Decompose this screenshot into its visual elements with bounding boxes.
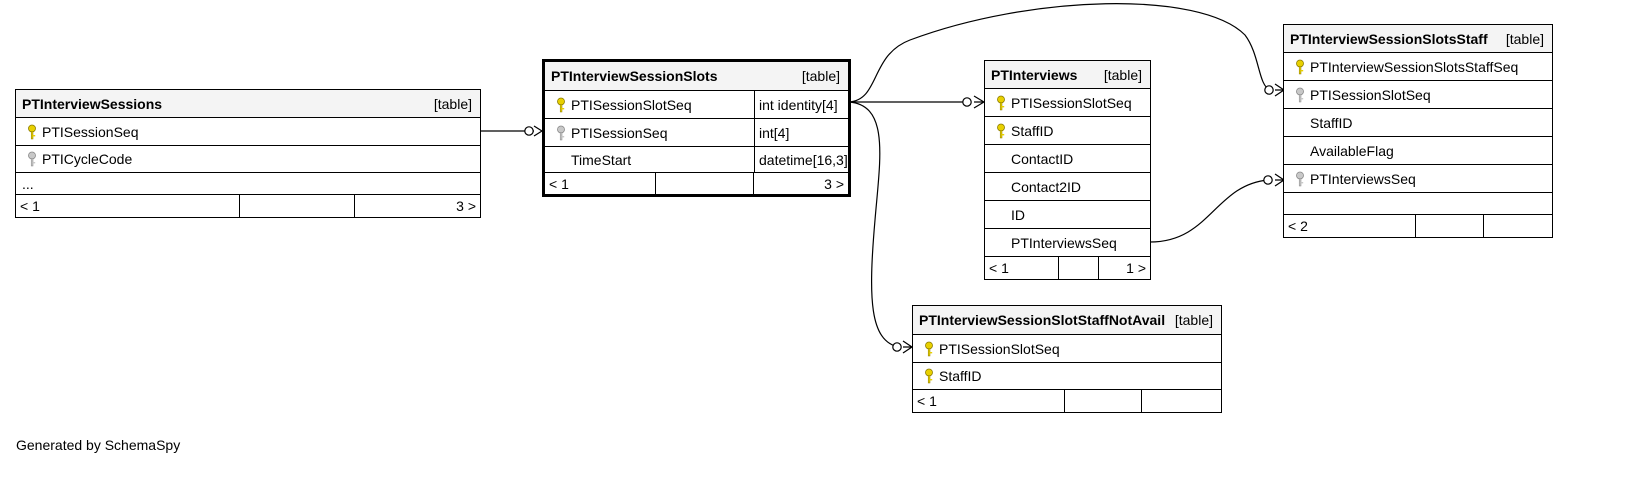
column-type: datetime[16,3] [754, 147, 848, 172]
table-name: PTInterviewSessionSlotsStaff [1290, 30, 1488, 47]
column-name: PTICycleCode [42, 151, 133, 167]
rows-count [240, 195, 355, 217]
table-name: PTInterviewSessionSlotStaffNotAvail [919, 312, 1166, 328]
table-footer: < 1 3 > [545, 173, 848, 194]
foreign-key-icon [22, 151, 42, 167]
column-name: PTISessionSeq [571, 124, 668, 141]
column-type: int identity[4] [754, 91, 848, 118]
children-count[interactable]: 3 > [456, 198, 476, 214]
relation-slots-notavail [848, 101, 899, 348]
children-count[interactable]: 3 > [824, 175, 844, 192]
primary-key-icon [919, 368, 939, 384]
table-header: PTInterviewSessionSlotsStaff [table] [1284, 25, 1552, 53]
column-row[interactable]: PTISessionSlotSeq [1284, 81, 1552, 109]
children-count[interactable] [1142, 390, 1221, 412]
column-name: PTISessionSlotSeq [939, 340, 1060, 357]
column-row[interactable]: ContactID [985, 145, 1150, 173]
table-name: PTInterviewSessionSlots [551, 68, 718, 84]
column-row[interactable]: PTInterviewsSeq [985, 229, 1150, 257]
parents-count[interactable]: < 1 [913, 390, 1065, 412]
column-row[interactable]: PTInterviewSessionSlotsStaffSeq [1284, 53, 1552, 81]
table-footer: < 1 [913, 390, 1221, 412]
table-ptinterviewsessionslotstaffnotavail[interactable]: PTInterviewSessionSlotStaffNotAvail [tab… [912, 305, 1222, 413]
primary-key-icon [551, 97, 571, 113]
column-row[interactable]: StaffID [1284, 109, 1552, 137]
generated-by-note: Generated by SchemaSpy [16, 437, 181, 453]
column-row[interactable]: ... [16, 173, 480, 195]
rows-count [1416, 215, 1484, 237]
column-row[interactable]: PTISessionSeq int[4] [545, 119, 848, 147]
primary-key-icon [991, 123, 1011, 139]
column-name: TimeStart [571, 151, 632, 168]
column-row[interactable]: PTISessionSeq [16, 118, 480, 146]
column-row[interactable]: AvailableFlag [1284, 137, 1552, 165]
foreign-key-icon [551, 125, 571, 141]
parents-count[interactable]: < 2 [1284, 215, 1416, 237]
table-ptinterviews[interactable]: PTInterviews [table] PTISessionSlotSeq S… [984, 60, 1151, 280]
column-row[interactable]: PTICycleCode [16, 146, 480, 173]
column-name: PTInterviewsSeq [1310, 170, 1416, 187]
table-footer: < 1 3 > [16, 195, 480, 217]
column-row[interactable]: PTISessionSlotSeq [913, 335, 1221, 363]
column-name: Contact2ID [1011, 178, 1082, 195]
table-header: PTInterviews [table] [985, 61, 1150, 89]
column-row[interactable]: StaffID [913, 363, 1221, 390]
relation-interviews-slotsstaff [1149, 179, 1269, 243]
column-name: StaffID [1310, 114, 1353, 131]
table-ptinterviewsessions[interactable]: PTInterviewSessions [table] PTISessionSe… [15, 89, 481, 218]
column-name: PTInterviewsSeq [1011, 234, 1117, 251]
column-name: StaffID [939, 368, 982, 384]
parents-count[interactable]: < 1 [985, 257, 1059, 279]
column-name: ID [1011, 206, 1025, 223]
column-row[interactable]: ID [985, 201, 1150, 229]
table-tag: [table] [433, 95, 472, 112]
table-tag: [table] [1174, 312, 1213, 328]
primary-key-icon [991, 95, 1011, 111]
children-count[interactable]: 1 > [1126, 260, 1146, 276]
column-row[interactable]: PTInterviewsSeq [1284, 165, 1552, 193]
table-header: PTInterviewSessionSlots [table] [545, 62, 848, 91]
table-header: PTInterviewSessionSlotStaffNotAvail [tab… [913, 306, 1221, 335]
column-name: StaffID [1011, 122, 1054, 139]
column-row[interactable]: PTISessionSlotSeq int identity[4] [545, 91, 848, 119]
column-name: PTISessionSlotSeq [571, 96, 692, 113]
table-header: PTInterviewSessions [table] [16, 90, 480, 118]
column-name: PTISessionSlotSeq [1310, 86, 1431, 103]
rows-count [656, 173, 754, 194]
table-footer: < 2 [1284, 215, 1552, 237]
table-name: PTInterviews [991, 66, 1078, 83]
table-ptinterviewsessionslotsstaff[interactable]: PTInterviewSessionSlotsStaff [table] PTI… [1283, 24, 1553, 238]
column-name: ContactID [1011, 150, 1074, 167]
column-row[interactable] [1284, 193, 1552, 215]
column-name: PTISessionSeq [42, 123, 139, 140]
table-tag: [table] [1505, 30, 1544, 47]
rows-count [1059, 257, 1099, 279]
parents-count[interactable]: < 1 [545, 173, 656, 194]
parents-count[interactable]: < 1 [16, 195, 240, 217]
table-ptinterviewsessionslots[interactable]: PTInterviewSessionSlots [table] PTISessi… [542, 59, 851, 197]
table-footer: < 1 1 > [985, 257, 1150, 279]
foreign-key-icon [1290, 171, 1310, 187]
primary-key-icon [1290, 59, 1310, 75]
column-row[interactable]: StaffID [985, 117, 1150, 145]
column-row[interactable]: Contact2ID [985, 173, 1150, 201]
children-count[interactable] [1484, 215, 1552, 237]
column-name: AvailableFlag [1310, 142, 1394, 159]
foreign-key-icon [1290, 87, 1310, 103]
rows-count [1065, 390, 1142, 412]
more-columns: ... [22, 175, 34, 192]
column-row[interactable]: PTISessionSlotSeq [985, 89, 1150, 117]
table-name: PTInterviewSessions [22, 95, 163, 112]
table-tag: [table] [1103, 66, 1142, 83]
table-tag: [table] [801, 68, 840, 84]
column-name: PTInterviewSessionSlotsStaffSeq [1310, 58, 1519, 75]
column-row[interactable]: TimeStart datetime[16,3] [545, 147, 848, 173]
column-type: int[4] [754, 119, 848, 146]
primary-key-icon [22, 124, 42, 140]
primary-key-icon [919, 341, 939, 357]
column-name: PTISessionSlotSeq [1011, 94, 1132, 111]
